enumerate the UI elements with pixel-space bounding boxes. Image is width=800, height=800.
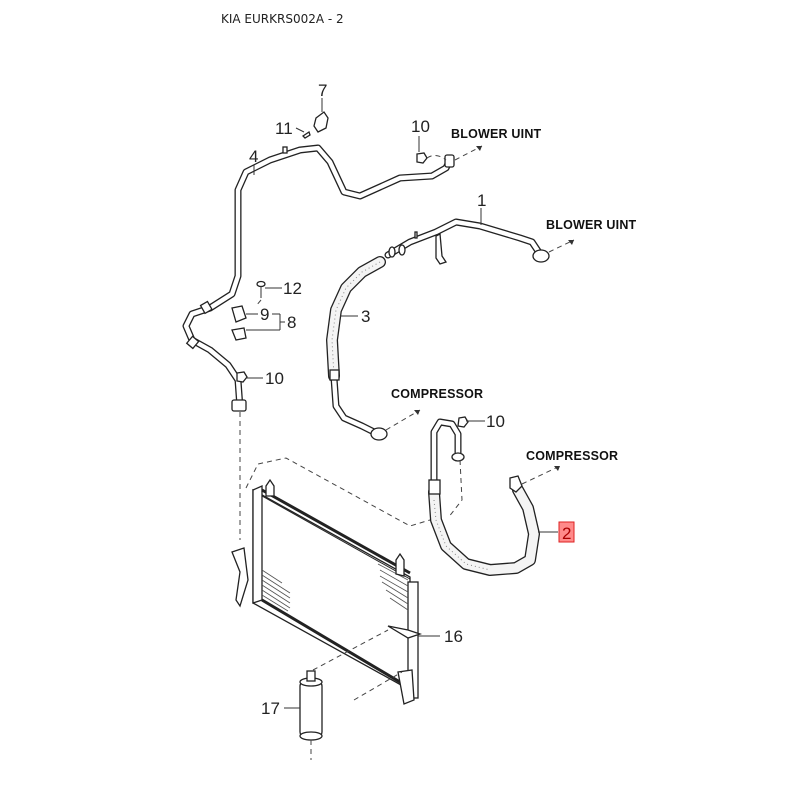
- part-9-clip[interactable]: [231, 305, 247, 323]
- pipe-1-bracket: [435, 232, 448, 265]
- hose-2-crimp: [428, 479, 441, 495]
- hose-2-compressor-fitting: [509, 475, 523, 493]
- hose-2[interactable]: [428, 418, 540, 576]
- condenser-16[interactable]: [231, 478, 423, 705]
- callout-2[interactable]: 2: [562, 524, 571, 543]
- condenser-fins-left: [261, 569, 291, 612]
- part-7-bracket[interactable]: [313, 111, 329, 133]
- pipe-1-stud: [414, 231, 418, 239]
- hose-3-crimp: [329, 369, 340, 381]
- pipe-4[interactable]: [182, 144, 455, 412]
- part-10-nut-right[interactable]: [457, 416, 469, 428]
- part-10-nut-upper[interactable]: [416, 152, 428, 164]
- condenser-bottom-fitting: [397, 669, 415, 705]
- pipe-1-oring-b: [388, 246, 396, 258]
- hose-3-compressor-fitting: [370, 427, 388, 441]
- arrow-head-compressor-1: [414, 410, 420, 415]
- callout-9[interactable]: 9: [260, 305, 269, 324]
- part-11-bolt[interactable]: [301, 130, 311, 139]
- callout-10-upper[interactable]: 10: [411, 117, 430, 136]
- pipe-4-coupling-lower: [185, 335, 200, 350]
- callout-10-right[interactable]: 10: [486, 412, 505, 431]
- callout-4[interactable]: 4: [249, 147, 258, 166]
- pipe-4-blower-flange: [444, 154, 455, 168]
- callout-2-highlighted[interactable]: 2: [558, 521, 575, 543]
- pipe-4-tab: [282, 146, 288, 154]
- pipe-4-end-fitting: [231, 399, 247, 412]
- condenser-top-bracket-right: [395, 552, 405, 577]
- label-blower-unit-2: BLOWER UINT: [546, 218, 637, 232]
- receiver-drier-17[interactable]: [299, 670, 323, 741]
- callout-7[interactable]: 7: [318, 81, 327, 100]
- hose-2-bracket: [451, 452, 465, 462]
- label-compressor-2: COMPRESSOR: [526, 449, 618, 463]
- part-12-bolt[interactable]: [256, 280, 266, 299]
- arrow-head-compressor-2: [554, 466, 560, 471]
- callout-11[interactable]: 11: [275, 119, 293, 138]
- pipe-1-oring-a: [398, 244, 406, 256]
- part-10-nut-left[interactable]: [236, 371, 248, 383]
- callout-3[interactable]: 3: [361, 307, 370, 326]
- label-compressor-1: COMPRESSOR: [391, 387, 483, 401]
- label-blower-unit-1: BLOWER UINT: [451, 127, 542, 141]
- pipe-1[interactable]: [384, 218, 550, 265]
- condenser-mount-clip: [387, 625, 423, 639]
- pipe-4-coupling-upper: [199, 300, 213, 315]
- callout-16[interactable]: 16: [444, 627, 463, 646]
- arrow-head-blower-2: [568, 240, 574, 245]
- condenser-top-bracket-left: [265, 478, 275, 497]
- condenser-side-fitting: [231, 547, 249, 608]
- part-8-clamp[interactable]: [231, 327, 247, 341]
- callout-12[interactable]: 12: [283, 279, 302, 298]
- callout-8[interactable]: 8: [287, 313, 296, 332]
- callout-1[interactable]: 1: [477, 191, 486, 210]
- pipe-1-blower-fitting: [532, 249, 550, 263]
- diagram-title: KIA EURKRS002A - 2: [221, 12, 344, 26]
- arrow-head-blower-1: [476, 146, 482, 151]
- callout-10-left[interactable]: 10: [265, 369, 284, 388]
- callout-17[interactable]: 17: [261, 699, 280, 718]
- hose-3[interactable]: [326, 256, 388, 441]
- condenser-fins-right: [377, 563, 409, 611]
- highlight-box: [558, 521, 575, 543]
